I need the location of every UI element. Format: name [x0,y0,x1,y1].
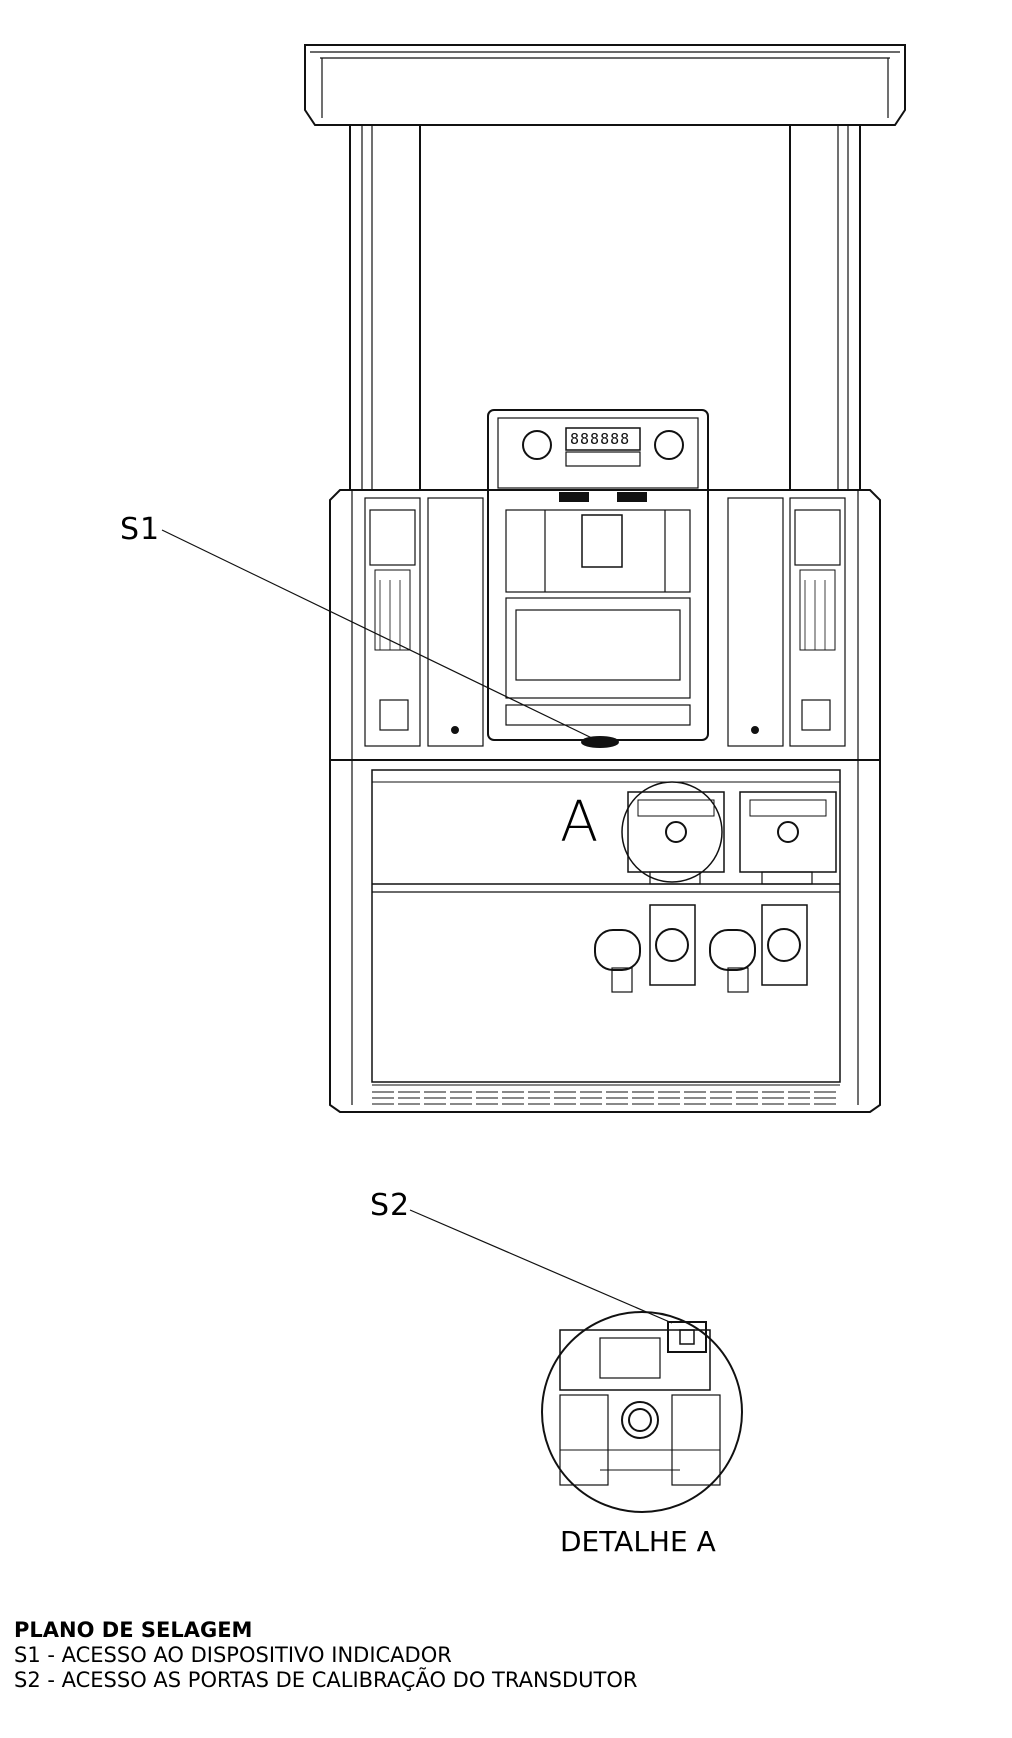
detail-a-view [541,1311,743,1513]
legend-title: PLANO DE SELAGEM [14,1618,253,1642]
canopy [304,44,906,126]
detail-a-marker [621,781,723,883]
pump-left [594,904,696,993]
pump-right [709,904,808,993]
lower-cabinet [329,759,881,1113]
legend-item-s2: S2 - ACESSO AS PORTAS DE CALIBRAÇÃO DO T… [14,1668,638,1692]
sealing-plan-legend: PLANO DE SELAGEM S1 - ACESSO AO DISPOSIT… [14,1618,638,1693]
base-grille [372,1084,840,1105]
detail-caption: DETALHE A [560,1525,716,1558]
support-columns [349,125,861,490]
label-detail-a: A [560,790,599,855]
label-s1: S1 [120,512,161,547]
s1-leader-line [161,529,597,741]
meter-left [627,791,725,885]
display-head [487,409,709,748]
upper-body [329,489,881,761]
legend-item-s1: S1 - ACESSO AO DISPOSITIVO INDICADOR [14,1643,452,1667]
meter-right [739,791,837,885]
display-digits: 888888 [570,430,631,448]
label-s2: S2 [370,1188,411,1223]
s2-leader-line [409,1209,673,1324]
